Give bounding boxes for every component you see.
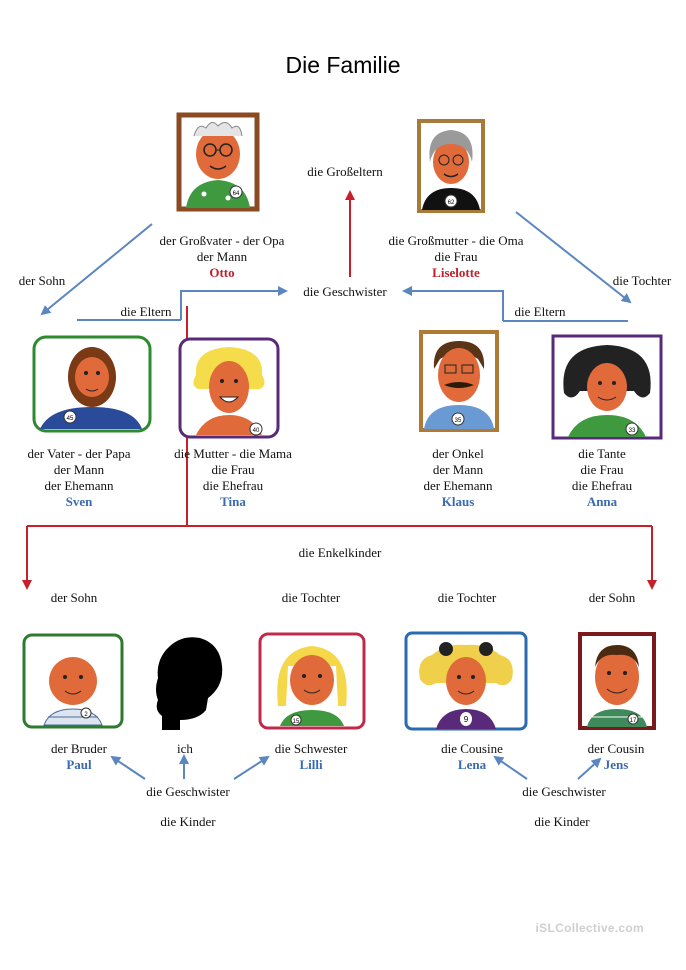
brother-role: der Bruder bbox=[51, 741, 107, 756]
aunt-role-3: die Ehefrau bbox=[571, 478, 633, 493]
father-name: Sven bbox=[65, 494, 93, 509]
arrow-siblings-left bbox=[180, 286, 288, 320]
arrow-son bbox=[40, 223, 153, 316]
arrow-sister bbox=[233, 755, 270, 780]
portrait-father-icon: 45 bbox=[30, 333, 154, 435]
child-role-4: der Sohn bbox=[588, 590, 636, 605]
grandmother-name: Liselotte bbox=[432, 265, 480, 280]
grandchildren-label: die Enkelkinder bbox=[298, 545, 382, 560]
brother-caption: der Bruder Paul bbox=[34, 741, 124, 773]
svg-text:62: 62 bbox=[448, 200, 455, 206]
left-son-label: der Sohn bbox=[18, 273, 66, 288]
sister-caption: die Schwester Lilli bbox=[256, 741, 366, 773]
aunt-role: die Tante bbox=[578, 446, 626, 461]
aunt-name: Anna bbox=[586, 494, 618, 509]
father-role-2: der Mann bbox=[53, 462, 105, 477]
svg-text:40: 40 bbox=[253, 428, 260, 434]
silhouette-icon bbox=[150, 630, 226, 730]
arrow-siblings-right bbox=[402, 286, 504, 321]
portrait-aunt-icon: 33 bbox=[550, 333, 664, 441]
svg-text:9: 9 bbox=[464, 715, 469, 724]
grandmother-role-2: die Frau bbox=[434, 249, 478, 264]
portrait-grandfather-icon: 64 bbox=[176, 112, 260, 212]
bottom-left-children: die Kinder bbox=[160, 814, 216, 829]
cousine-caption: die Cousine Lena bbox=[420, 741, 524, 773]
cousine-name: Lena bbox=[457, 757, 487, 772]
cousine-role: die Cousine bbox=[441, 741, 503, 756]
svg-text:35: 35 bbox=[455, 418, 462, 424]
child-role-2: die Tochter bbox=[281, 590, 341, 605]
portrait-sister-icon: 15 bbox=[256, 630, 368, 732]
mother-name: Tina bbox=[220, 494, 246, 509]
uncle-name: Klaus bbox=[441, 494, 475, 509]
svg-text:15: 15 bbox=[293, 719, 300, 725]
me-role: ich bbox=[177, 741, 193, 756]
child-role-1: der Sohn bbox=[50, 590, 98, 605]
arrow-daughter bbox=[515, 211, 632, 304]
mother-role-2: die Frau bbox=[211, 462, 255, 477]
uncle-role-2: der Mann bbox=[432, 462, 484, 477]
uncle-role: der Onkel bbox=[432, 446, 484, 461]
child-role-3: die Tochter bbox=[437, 590, 497, 605]
page-title: Die Familie bbox=[285, 52, 401, 78]
sister-role: die Schwester bbox=[274, 741, 348, 756]
mother-caption: die Mutter - die Mama die Frau die Ehefr… bbox=[160, 446, 306, 510]
arrow-cousin bbox=[577, 757, 602, 780]
portrait-grandmother-icon: 62 bbox=[416, 118, 486, 214]
right-parents-label: die Eltern bbox=[514, 304, 566, 319]
brother-name: Paul bbox=[66, 757, 92, 772]
portrait-cousin-icon: 17 bbox=[577, 631, 657, 731]
portrait-uncle-icon: 35 bbox=[418, 329, 500, 433]
svg-text:2: 2 bbox=[84, 712, 88, 718]
svg-text:64: 64 bbox=[233, 191, 240, 197]
father-role: der Vater - der Papa bbox=[27, 446, 131, 461]
cousin-caption: der Cousin Jens bbox=[568, 741, 664, 773]
bottom-right-siblings: die Geschwister bbox=[522, 784, 606, 799]
aunt-role-2: die Frau bbox=[580, 462, 624, 477]
grandparents-label: die Großeltern bbox=[307, 164, 383, 179]
middle-siblings-label: die Geschwister bbox=[303, 284, 387, 299]
me-caption: ich bbox=[160, 741, 210, 757]
cousin-role: der Cousin bbox=[587, 741, 645, 756]
left-parents-label: die Eltern bbox=[120, 304, 172, 319]
grandfather-caption: der Großvater - der Opa der Mann Otto bbox=[132, 233, 312, 281]
portrait-cousine-icon: 9 bbox=[402, 629, 530, 733]
bottom-left-siblings: die Geschwister bbox=[146, 784, 230, 799]
grandfather-name: Otto bbox=[209, 265, 235, 280]
right-daughter-label: die Tochter bbox=[612, 273, 672, 288]
mother-role: die Mutter - die Mama bbox=[174, 446, 292, 461]
mother-role-3: die Ehefrau bbox=[202, 478, 264, 493]
father-caption: der Vater - der Papa der Mann der Eheman… bbox=[4, 446, 154, 510]
svg-text:45: 45 bbox=[67, 416, 74, 422]
grandmother-role: die Großmutter - die Oma bbox=[388, 233, 524, 248]
arrow-brother bbox=[110, 755, 146, 780]
bottom-right-children: die Kinder bbox=[534, 814, 590, 829]
uncle-caption: der Onkel der Mann der Ehemann Klaus bbox=[398, 446, 518, 510]
arrow-cousine bbox=[493, 755, 528, 780]
sister-name: Lilli bbox=[299, 757, 323, 772]
grandfather-role: der Großvater - der Opa bbox=[159, 233, 285, 248]
grandfather-role-2: der Mann bbox=[196, 249, 248, 264]
grandmother-caption: die Großmutter - die Oma die Frau Liselo… bbox=[366, 233, 546, 281]
father-role-3: der Ehemann bbox=[44, 478, 114, 493]
aunt-caption: die Tante die Frau die Ehefrau Anna bbox=[548, 446, 656, 510]
uncle-role-3: der Ehemann bbox=[423, 478, 493, 493]
svg-text:17: 17 bbox=[630, 718, 637, 724]
portrait-brother-icon: 2 bbox=[20, 631, 126, 731]
watermark: iSLCollective.com bbox=[535, 921, 644, 935]
svg-text:33: 33 bbox=[629, 428, 636, 434]
cousin-name: Jens bbox=[603, 757, 629, 772]
portrait-mother-icon: 40 bbox=[176, 335, 282, 441]
